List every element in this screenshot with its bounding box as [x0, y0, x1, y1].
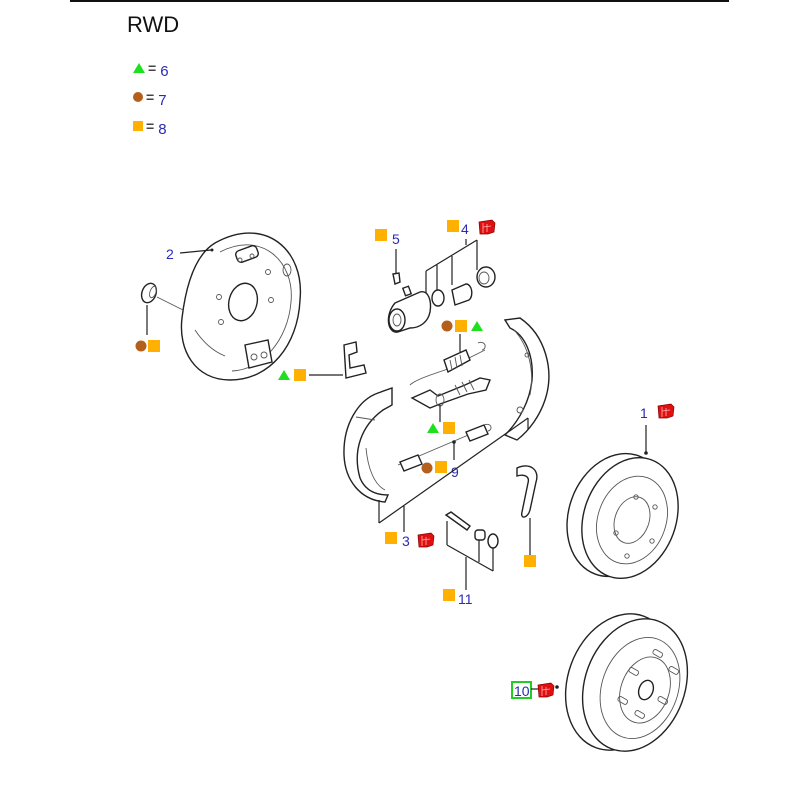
square-icon: [524, 555, 536, 567]
square-icon: [447, 220, 459, 232]
adjuster-drawing[interactable]: [410, 377, 491, 409]
replacement-part-icon[interactable]: [478, 219, 496, 235]
triangle-icon: [471, 321, 483, 331]
legend-equals: =: [146, 89, 155, 105]
bracket-drawing[interactable]: [343, 341, 367, 379]
legend-item-square: = 8: [133, 116, 167, 138]
callout-11[interactable]: 11: [458, 591, 473, 607]
square-icon: [294, 369, 306, 381]
legend-equals: =: [148, 60, 157, 76]
square-icon: [375, 229, 387, 241]
triangle-icon: [133, 63, 145, 73]
callout-10[interactable]: 10: [514, 683, 530, 699]
callout-1[interactable]: 1: [640, 405, 648, 421]
legend-value: 7: [158, 91, 167, 109]
legend-value: 8: [158, 120, 167, 138]
circle-icon: [133, 92, 143, 102]
triangle-icon: [278, 370, 290, 380]
parking-lever-drawing[interactable]: [516, 465, 538, 518]
square-icon: [148, 340, 160, 352]
legend-item-circle: = 7: [133, 87, 167, 109]
top-divider: [70, 0, 729, 2]
left-brake-shoe-drawing[interactable]: [343, 387, 393, 503]
replacement-part-icon[interactable]: [417, 532, 435, 548]
circle-icon: [421, 462, 433, 474]
right-brake-shoe-drawing[interactable]: [503, 317, 550, 441]
circle-icon: [135, 340, 147, 352]
callout-5[interactable]: 5: [392, 231, 400, 247]
square-icon: [443, 589, 455, 601]
square-icon: [385, 532, 397, 544]
legend-value: 6: [160, 62, 169, 80]
backing-plate-drawing[interactable]: [180, 232, 302, 381]
hold-down-kit-drawing[interactable]: [444, 511, 499, 549]
wheel-cylinder-drawing[interactable]: [387, 266, 496, 333]
square-icon: [435, 461, 447, 473]
upper-spring-drawing[interactable]: [409, 341, 486, 386]
diagram-title: RWD: [127, 12, 180, 37]
callout-9[interactable]: 9: [451, 464, 459, 480]
callout-3[interactable]: 3: [402, 533, 410, 549]
callout-4[interactable]: 4: [461, 221, 469, 237]
square-icon: [455, 320, 467, 332]
brake-drum-assembly-drawing[interactable]: [547, 598, 705, 766]
legend-equals: =: [146, 118, 155, 134]
replacement-part-icon[interactable]: [657, 403, 675, 419]
brake-drum-drawing[interactable]: [550, 439, 694, 592]
square-icon: [133, 121, 143, 131]
highlight-box: [511, 681, 532, 699]
square-icon: [443, 422, 455, 434]
callout-2[interactable]: 2: [166, 246, 174, 262]
grommet-drawing[interactable]: [139, 281, 184, 335]
circle-icon: [441, 320, 453, 332]
legend-item-triangle: = 6: [133, 58, 169, 80]
lower-spring-drawing[interactable]: [397, 423, 492, 472]
triangle-icon: [427, 423, 439, 433]
replacement-part-icon[interactable]: [537, 682, 555, 698]
